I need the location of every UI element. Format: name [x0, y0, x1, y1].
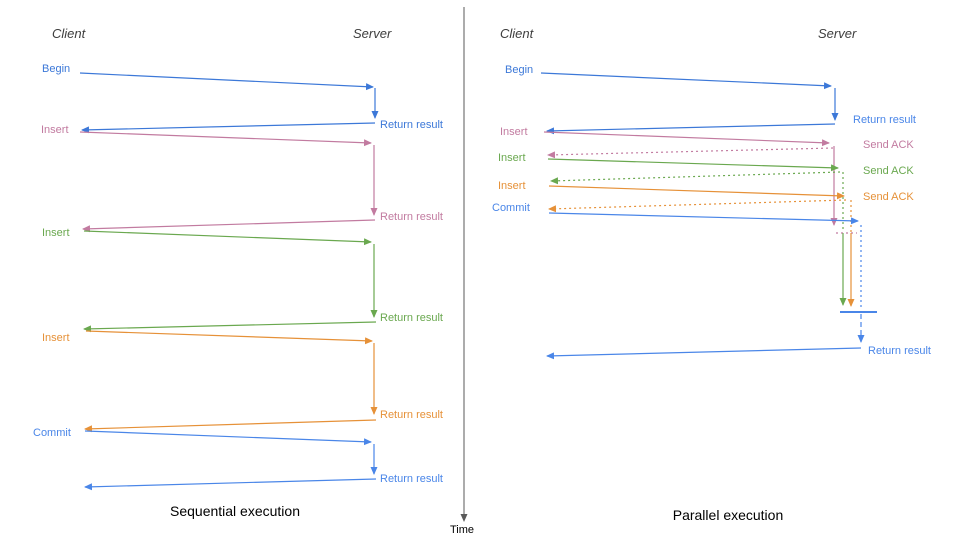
par-ack2-label: Send ACK — [863, 165, 914, 177]
time-axis-label: Time — [450, 524, 475, 536]
par-ack1-label: Send ACK — [863, 139, 914, 151]
par-insert2-request — [547, 158, 839, 172]
seq-insert1-request — [79, 131, 372, 147]
par-begin-label: Begin — [505, 64, 534, 76]
par-final-return-label: Return result — [868, 345, 931, 357]
seq-begin-label: Begin — [42, 63, 71, 75]
par-ack3-label: Send ACK — [863, 191, 914, 203]
sequential-title: Sequential execution — [170, 503, 300, 519]
seq-commit-label: Commit — [33, 427, 71, 439]
par-insert1-request — [543, 131, 830, 147]
par-insert3-request — [548, 185, 845, 200]
parallel-title: Parallel execution — [672, 507, 784, 523]
par-insert1-label: Insert — [500, 126, 528, 138]
seq-insert2-label: Insert — [42, 227, 70, 239]
seq-commit-return — [84, 478, 377, 491]
seq-return3-label: Return result — [380, 312, 443, 324]
par-insert3-ack — [548, 199, 847, 213]
par-begin-request — [540, 72, 832, 90]
seq-begin-return — [81, 122, 376, 134]
seq-insert1-return — [82, 219, 376, 233]
seq-return1-label: Return result — [380, 119, 443, 131]
par-insert2-ack — [550, 171, 841, 185]
seq-return5-label: Return result — [380, 473, 443, 485]
seq-insert2-request — [83, 230, 372, 246]
par-insert3-label: Insert — [498, 180, 526, 192]
par-commit-label: Commit — [492, 202, 530, 214]
par-begin-return — [546, 123, 836, 135]
seq-begin-request — [79, 72, 374, 91]
par-insert1-ack — [547, 147, 834, 159]
seq-server-header: Server — [353, 26, 392, 41]
seq-insert3-request — [85, 330, 373, 345]
par-client-header: Client — [500, 26, 534, 41]
seq-return4-label: Return result — [380, 409, 443, 421]
par-commit-request — [548, 212, 859, 225]
seq-return2-label: Return result — [380, 211, 443, 223]
par-final-return — [546, 347, 862, 360]
seq-insert1-label: Insert — [41, 124, 69, 136]
par-begin-return-label: Return result — [853, 114, 916, 126]
seq-insert3-return — [84, 419, 377, 433]
par-server-header: Server — [818, 26, 857, 41]
seq-client-header: Client — [52, 26, 86, 41]
seq-insert2-return — [83, 321, 377, 333]
par-insert2-label: Insert — [498, 152, 526, 164]
seq-commit-request — [84, 430, 372, 446]
seq-insert3-label: Insert — [42, 332, 70, 344]
